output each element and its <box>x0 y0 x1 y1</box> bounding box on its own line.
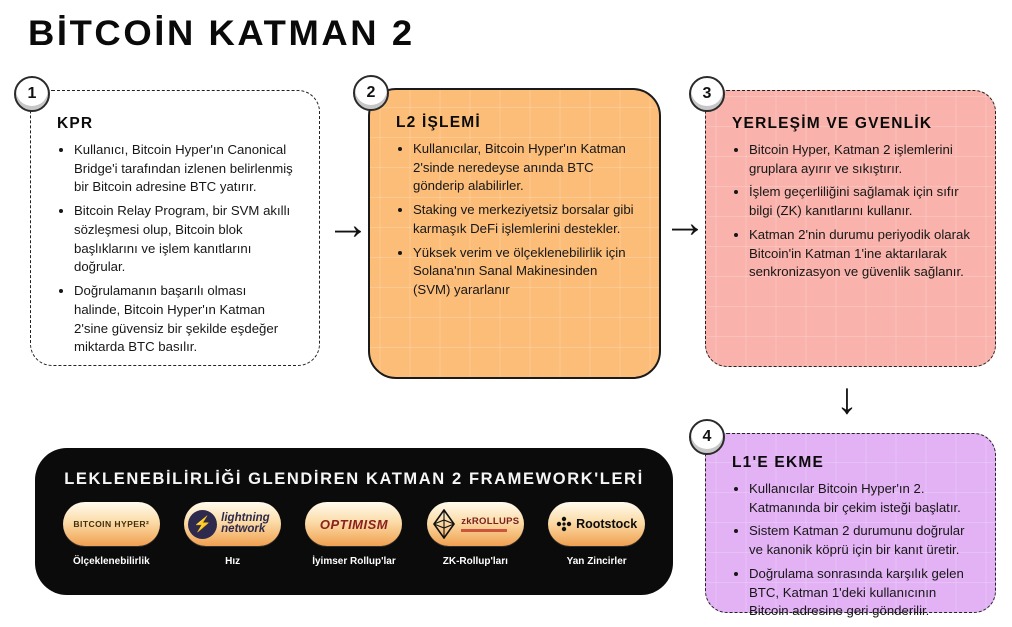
rootstock-wordmark: Rootstock <box>576 517 638 531</box>
optimism-wordmark: OPTIMISM <box>319 516 389 532</box>
zk-rollups-wordmark: zkROLLUPS <box>461 516 520 527</box>
lightning-network-wordmark: lightning network <box>221 512 270 535</box>
framework-item-bitcoin-hyper: BITCOIN HYPER² Ölçeklenebilirlik <box>52 502 170 567</box>
step-number: 2 <box>366 84 376 101</box>
step-bullet: Staking ve merkeziyetsiz borsalar gibi k… <box>413 201 635 238</box>
step-box-l2-transactions: 2 L2 İŞLEMİ Kullanıcılar, Bitcoin Hyper'… <box>353 75 661 379</box>
framework-label: Hız <box>225 556 241 567</box>
step-title: YERLEŞİM VE GVENLİK <box>732 115 933 132</box>
step-title: KPR <box>57 115 94 132</box>
step-bullet-list: Bitcoin Hyper, Katman 2 işlemlerini grup… <box>732 141 971 282</box>
optimism-logo: OPTIMISM <box>305 502 403 546</box>
step-bullet: Kullanıcı, Bitcoin Hyper'ın Canonical Br… <box>74 141 295 197</box>
lightning-bolt-icon: ⚡ <box>188 509 218 539</box>
step-number-badge: 3 <box>689 76 725 112</box>
step-bullet: Bitcoin Relay Program, bir SVM akıllı sö… <box>74 202 295 277</box>
lightning-network-logo: ⚡ lightning network <box>184 502 282 546</box>
step-bullet: Yüksek verim ve ölçeklenebilirlik için S… <box>413 244 635 300</box>
rootstock-flower-icon <box>556 516 572 532</box>
zk-rollups-logo: zkROLLUPS <box>426 502 524 546</box>
framework-label: ZK-Rollup'ları <box>442 556 508 567</box>
step-bullet: Doğrulamanın başarılı olması halinde, Bi… <box>74 282 295 357</box>
step-bullet: Sistem Katman 2 durumunu doğrular ve kan… <box>749 522 971 559</box>
step-bullet-list: Kullanıcı, Bitcoin Hyper'ın Canonical Br… <box>57 141 295 357</box>
step-bullet: Kullanıcılar Bitcoin Hyper'ın 2. Katmanı… <box>749 480 971 517</box>
step-box-bridge: 1 KPR Kullanıcı, Bitcoin Hyper'ın Canoni… <box>14 76 320 366</box>
step-title: L1'E EKME <box>732 454 825 471</box>
step-bullet-list: Kullanıcılar, Bitcoin Hyper'ın Katman 2'… <box>396 140 635 300</box>
step-bullet: Katman 2'nin durumu periyodik olarak Bit… <box>749 226 971 282</box>
step-bullet: Bitcoin Hyper, Katman 2 işlemlerini grup… <box>749 141 971 178</box>
framework-logo-row: BITCOIN HYPER² Ölçeklenebilirlik ⚡ light… <box>35 502 673 567</box>
arrow-right-icon: → <box>326 200 370 249</box>
bitcoin-hyper-logo: BITCOIN HYPER² <box>62 502 160 546</box>
step-number: 4 <box>702 428 712 445</box>
arrow-down-icon: ↓ <box>836 374 858 423</box>
step-number: 1 <box>27 85 37 102</box>
arrow-right-icon: → <box>663 198 707 247</box>
step-number-badge: 2 <box>353 75 389 111</box>
step-bullet-list: Kullanıcılar Bitcoin Hyper'ın 2. Katmanı… <box>732 480 971 621</box>
step-number: 3 <box>702 85 712 102</box>
ethereum-diamond-icon <box>433 509 456 539</box>
step-number-badge: 4 <box>689 419 725 455</box>
frameworks-banner: LEKLENEBİLİRLİĞİ GLENDİREN KATMAN 2 FRAM… <box>35 448 673 595</box>
step-bullet: İşlem geçerliliğini sağlamak için sıfır … <box>749 183 971 220</box>
step-number-badge: 1 <box>14 76 50 112</box>
frameworks-banner-title: LEKLENEBİLİRLİĞİ GLENDİREN KATMAN 2 FRAM… <box>64 470 644 488</box>
step-bullet: Kullanıcılar, Bitcoin Hyper'ın Katman 2'… <box>413 140 635 196</box>
page-title: BİTCOİN KATMAN 2 <box>28 14 415 53</box>
framework-item-lightning-network: ⚡ lightning network Hız <box>174 502 292 567</box>
framework-label: İyimser Rollup'lar <box>312 556 396 567</box>
framework-label: Yan Zincirler <box>566 556 627 567</box>
framework-item-zk-rollups: zkROLLUPS ZK-Rollup'ları <box>416 502 534 567</box>
rootstock-logo: Rootstock <box>548 502 646 546</box>
step-box-withdraw-to-l1: 4 L1'E EKME Kullanıcılar Bitcoin Hyper'ı… <box>689 419 996 618</box>
bitcoin-hyper-wordmark: BITCOIN HYPER² <box>73 519 150 529</box>
step-box-settlement-security: 3 YERLEŞİM VE GVENLİK Bitcoin Hyper, Kat… <box>689 76 996 367</box>
framework-item-optimism: OPTIMISM İyimser Rollup'lar <box>295 502 413 567</box>
zk-rollups-tagline <box>461 529 508 532</box>
framework-item-rootstock: Rootstock Yan Zincirler <box>538 502 656 567</box>
step-bullet: Doğrulama sonrasında karşılık gelen BTC,… <box>749 565 971 621</box>
step-title: L2 İŞLEMİ <box>396 114 481 131</box>
framework-label: Ölçeklenebilirlik <box>72 556 150 567</box>
